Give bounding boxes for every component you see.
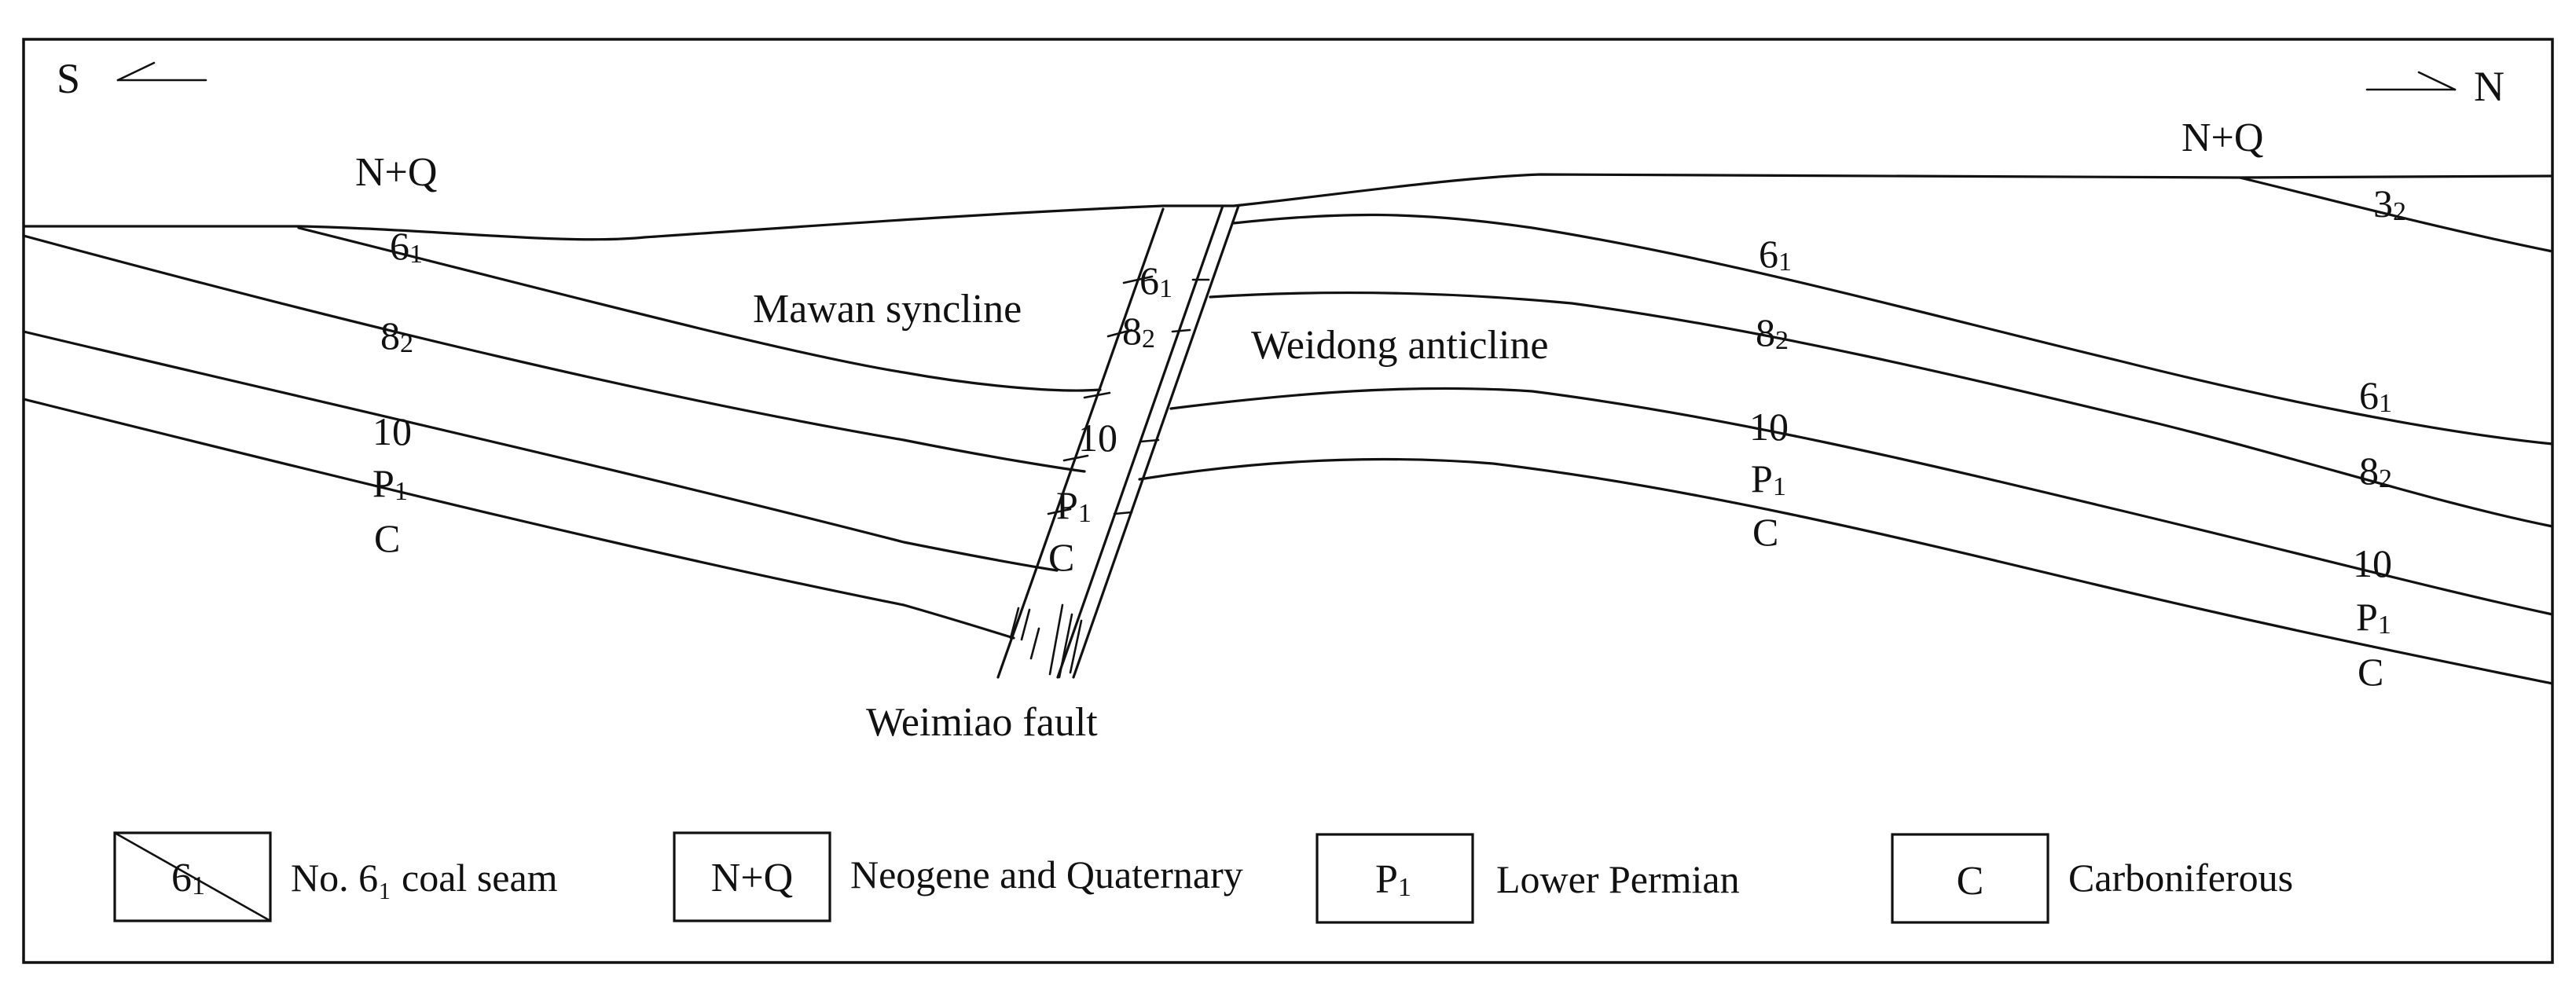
carboniferous-north	[1138, 457, 2554, 685]
legend-swatch	[1891, 833, 2049, 924]
legend-symbol: 61	[171, 856, 205, 900]
seam-label: C	[1752, 510, 1778, 554]
legend-text: Neogene and Quaternary	[850, 852, 1243, 896]
legend-text: Carboniferous	[2068, 856, 2293, 900]
seam-label: 32	[2373, 182, 2406, 226]
diagram-frame	[22, 38, 2554, 964]
legend-swatch	[1316, 833, 1474, 924]
seam-label: 10	[1078, 416, 1117, 460]
legend-text: No. 6₁ coal seam	[291, 856, 558, 900]
seam-label: 10	[372, 409, 412, 453]
seam-labels-fault: 61 82 10 P1 C	[1048, 258, 1172, 579]
seam-label: C	[2358, 650, 2383, 694]
seam-label: 82	[1756, 310, 1789, 355]
seam-32-north	[2238, 176, 2554, 253]
seam-label: 61	[1759, 232, 1792, 277]
seam-label: 82	[1122, 309, 1155, 354]
legend-item-neogene: N+Q Neogene and Quaternary	[673, 831, 1243, 922]
legend-symbol: P1	[1375, 857, 1411, 902]
seam-82-south	[22, 234, 1086, 473]
carboniferous-south	[22, 398, 1015, 640]
legend-item-lower-permian: P1 Lower Permian	[1316, 833, 1740, 924]
north-label: N	[2474, 63, 2504, 110]
seam-label: C	[374, 516, 400, 560]
south-arrow-icon	[116, 61, 207, 82]
seam-82-north	[1209, 291, 2554, 528]
north-arrow-icon	[2365, 71, 2457, 91]
seam-label: 61	[390, 224, 423, 269]
nq-label-north: N+Q	[2182, 116, 2263, 160]
seam-label: P1	[2356, 595, 2391, 640]
legend-seam-line	[113, 831, 272, 922]
seam-label: 61	[2359, 373, 2392, 418]
legend-item-carboniferous: C Carboniferous	[1891, 833, 2293, 924]
legend-text: Lower Permian	[1496, 857, 1740, 901]
seam-label: C	[1048, 535, 1074, 579]
legend: 61 No. 6₁ coal seam N+Q Neogene and Quat…	[113, 831, 2293, 924]
seam-label: P1	[372, 461, 408, 506]
seam-labels-north: 32 61 82 10 P1 C	[2353, 182, 2406, 694]
legend-swatch	[673, 831, 831, 922]
seam-61-north	[1232, 213, 2554, 446]
ground-surface	[22, 173, 2554, 241]
seam-label: P1	[1056, 483, 1092, 528]
seam-label: 61	[1139, 258, 1172, 303]
seam-label: P1	[1751, 456, 1786, 501]
weimiao-fault-zone	[996, 204, 1240, 679]
legend-symbol: C	[1957, 859, 1984, 904]
legend-symbol: N+Q	[711, 856, 793, 900]
seam-10-north	[1169, 387, 2554, 616]
seam-labels-anticline: 61 82 10 P1 C	[1749, 232, 1792, 554]
seam-label: 10	[2353, 541, 2392, 585]
weidong-anticline-label: Weidong anticline	[1251, 323, 1548, 368]
weimiao-fault-label: Weimiao fault	[866, 700, 1098, 745]
nq-label-south: N+Q	[355, 150, 437, 195]
mawan-syncline-label: Mawan syncline	[753, 287, 1022, 332]
seam-label: 82	[2359, 449, 2392, 493]
seam-label: 10	[1749, 405, 1789, 449]
legend-item-coal-seam: 61 No. 6₁ coal seam	[113, 831, 558, 922]
south-label: S	[57, 55, 80, 102]
seam-10-south	[22, 330, 1059, 572]
seam-61-south	[297, 226, 1102, 392]
seam-labels-south: 61 82 10 P1 C	[372, 224, 423, 560]
seam-label: 82	[380, 314, 413, 358]
